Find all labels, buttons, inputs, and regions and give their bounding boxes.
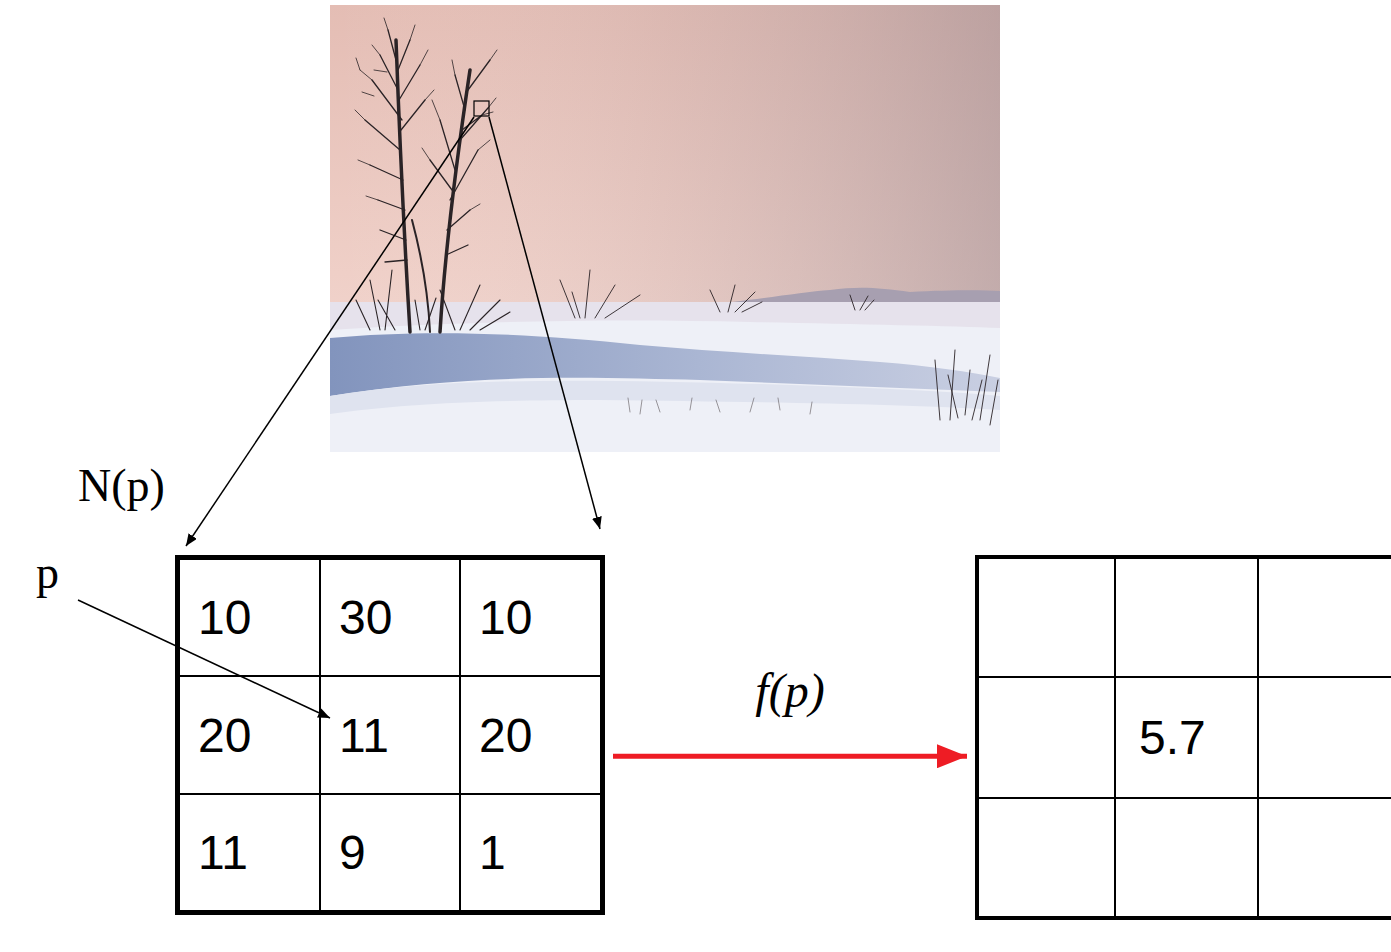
pixel-cell: 1 [460,794,601,911]
pixel-cell: 10 [179,559,320,676]
output-value: 5.7 [1119,677,1262,798]
pixel-value: 10 [198,590,251,645]
neighborhood-label: N(p) [78,459,165,512]
landscape-photo [330,5,1000,452]
pixel-cell: 11 [320,676,460,794]
pixel-value: 1 [479,825,506,880]
grid-line [975,797,1391,799]
zoom-square [474,101,489,116]
zoom-leader [186,117,474,546]
mapping-arrow [613,754,967,759]
pixel-cell: 30 [320,559,460,676]
output-grid: 5.7 [975,555,1391,920]
pixel-value: 11 [198,825,248,880]
pixel-cell: 20 [179,676,320,794]
grid-line [975,676,1391,678]
grid-line [1114,555,1116,920]
grid-line [1257,555,1259,920]
pixel-value: 20 [479,708,532,763]
pixel-cell: 20 [460,676,601,794]
pixel-value: 11 [339,708,389,763]
pixel-cell: 9 [320,794,460,911]
zoom-leader [489,117,600,529]
pixel-value: 9 [339,825,366,880]
pixel-cell: 11 [179,794,320,911]
pixel-grid: 1030102011201191N(p) [175,555,605,915]
function-label: f(p) [751,663,828,718]
pixel-value: 20 [198,708,251,763]
pixel-label: p [36,546,59,599]
pixel-cell: 10 [460,559,601,676]
pixel-value: 10 [479,590,532,645]
pixel-value: 30 [339,590,392,645]
